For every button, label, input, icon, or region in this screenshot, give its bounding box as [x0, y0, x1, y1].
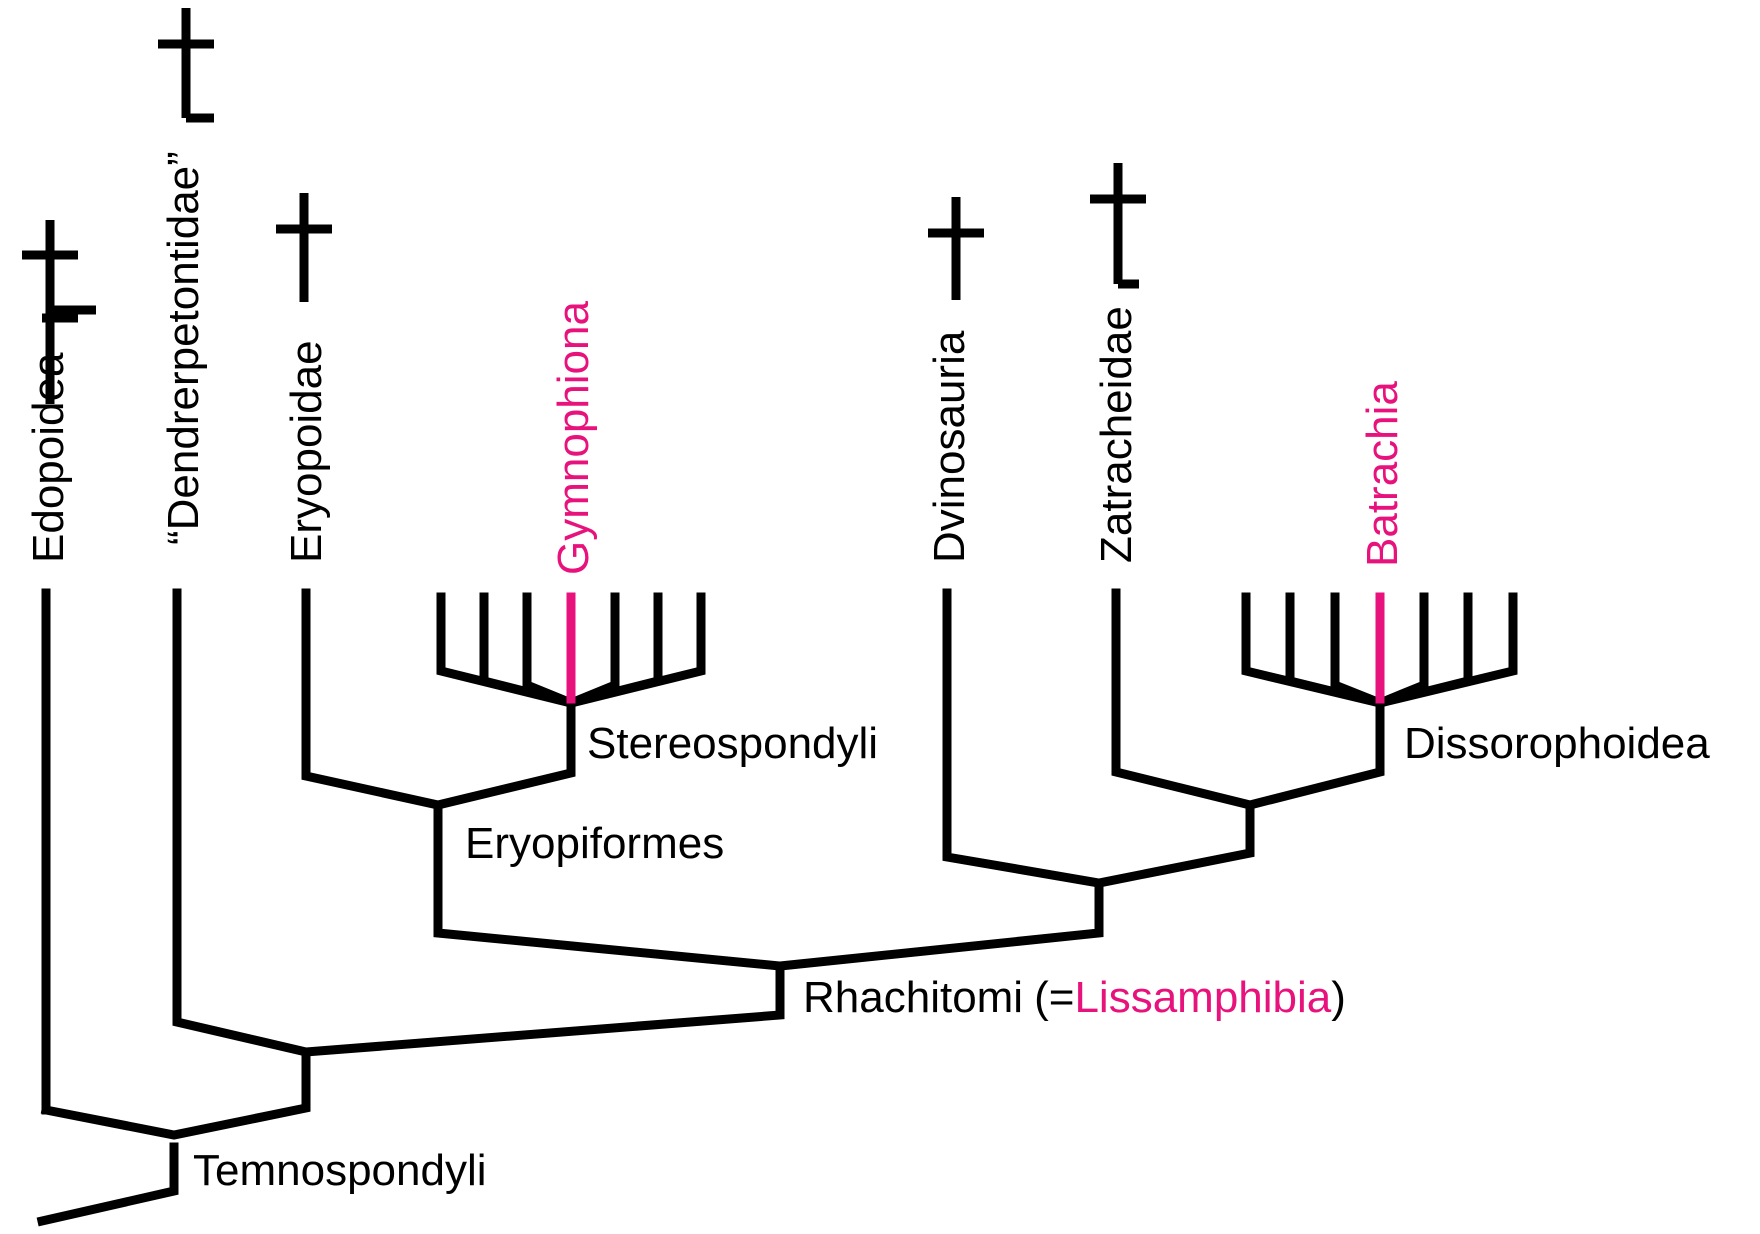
backbone-branches [36, 588, 1104, 1227]
taxon-label-batrachia: Batrachia [1358, 381, 1407, 567]
rhachitomi-synonym-close: ) [1331, 973, 1346, 1022]
extinction-markers [22, 8, 1146, 404]
taxon-label-dvinosauria: Dvinosauria [925, 330, 974, 563]
clade-label-dissorophoidea: Dissorophoidea [1404, 719, 1710, 768]
dissorophoidea-fan-base [1241, 592, 1518, 709]
taxon-labels: Edopoidea “Dendrerpetontidae” Eryopoidae… [24, 151, 1407, 575]
dvinosauria-dissorophoidea-branches [942, 588, 1518, 888]
dagger-icon [22, 220, 96, 315]
zatracheidae-stem [1111, 588, 1385, 810]
rhachitomi-synonym-lissamphibia: Lissamphibia [1074, 973, 1331, 1022]
clade-label-eryopiformes: Eryopiformes [465, 819, 724, 868]
rhachitomi-node [433, 803, 1104, 971]
clade-label-rhachitomi: Rhachitomi(=Lissamphibia) [803, 973, 1346, 1022]
eryopiformes-branches [301, 588, 706, 810]
clade-labels: Temnospondyli Rhachitomi(=Lissamphibia) … [193, 719, 1710, 1195]
dendrerpetontidae-stem [172, 588, 785, 1057]
dvinosauria-stem [942, 588, 1255, 888]
root-branch [36, 1142, 179, 1227]
taxon-label-edopoidea: Edopoidea [24, 352, 73, 563]
dagger-icon [158, 8, 214, 123]
rhachitomi-name: Rhachitomi [803, 973, 1023, 1022]
dagger-icon [1090, 163, 1146, 289]
temnospondyli-node [40, 588, 311, 1140]
eryopoidae-stem [301, 588, 576, 810]
rhachitomi-synonym-open: (= [1034, 973, 1074, 1022]
dagger-icon [928, 197, 984, 300]
clade-label-temnospondyli: Temnospondyli [193, 1146, 487, 1195]
taxon-label-eryopoidae: Eryopoidae [282, 340, 331, 563]
taxon-label-dendrerpetontidae: “Dendrerpetontidae” [159, 151, 208, 545]
taxon-label-zatracheidae: Zatracheidae [1092, 306, 1141, 563]
clade-label-stereospondyli: Stereospondyli [587, 719, 878, 768]
dagger-icon [276, 193, 332, 302]
taxon-label-gymnophiona: Gymnophiona [549, 301, 598, 575]
stereospondyli-fan-base [436, 592, 706, 709]
